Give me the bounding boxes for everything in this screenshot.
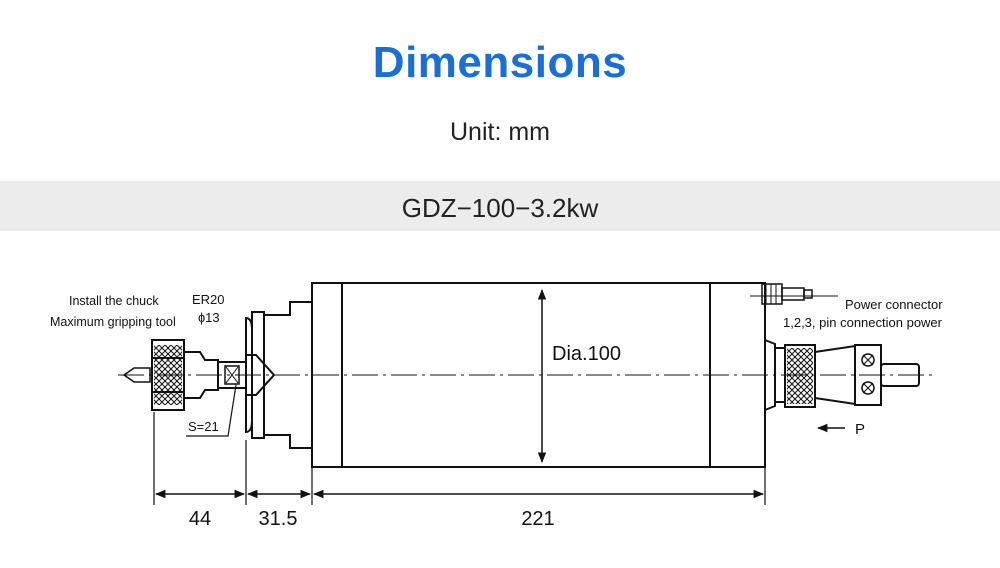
dim-label-44: 44 — [189, 508, 211, 530]
diameter-label: Dia.100 — [552, 343, 621, 365]
power-connector-line1: Power connector — [845, 297, 943, 312]
model-name: GDZ−100−3.2kw — [401, 193, 599, 223]
collet-type: ER20 — [192, 292, 225, 307]
dim-label-31-5: 31.5 — [259, 508, 298, 530]
chuck-note-line1: Install the chuck — [69, 294, 159, 308]
collet-body — [183, 351, 219, 399]
collet-max: ɸ13 — [198, 310, 220, 325]
power-connector-line2: 1,2,3, pin connection power — [783, 315, 943, 330]
page-title: Dimensions — [372, 38, 628, 87]
dim-label-221: 221 — [521, 508, 554, 530]
main-body — [311, 282, 766, 468]
cable-stub — [880, 363, 920, 387]
unit-label: Unit: mm — [450, 118, 550, 146]
chuck-note-line2: Maximum gripping tool — [50, 315, 176, 329]
tool-tip — [122, 367, 151, 383]
wrench-size: S=21 — [188, 419, 219, 434]
p-label: P — [855, 421, 865, 438]
model-band — [0, 181, 1000, 231]
